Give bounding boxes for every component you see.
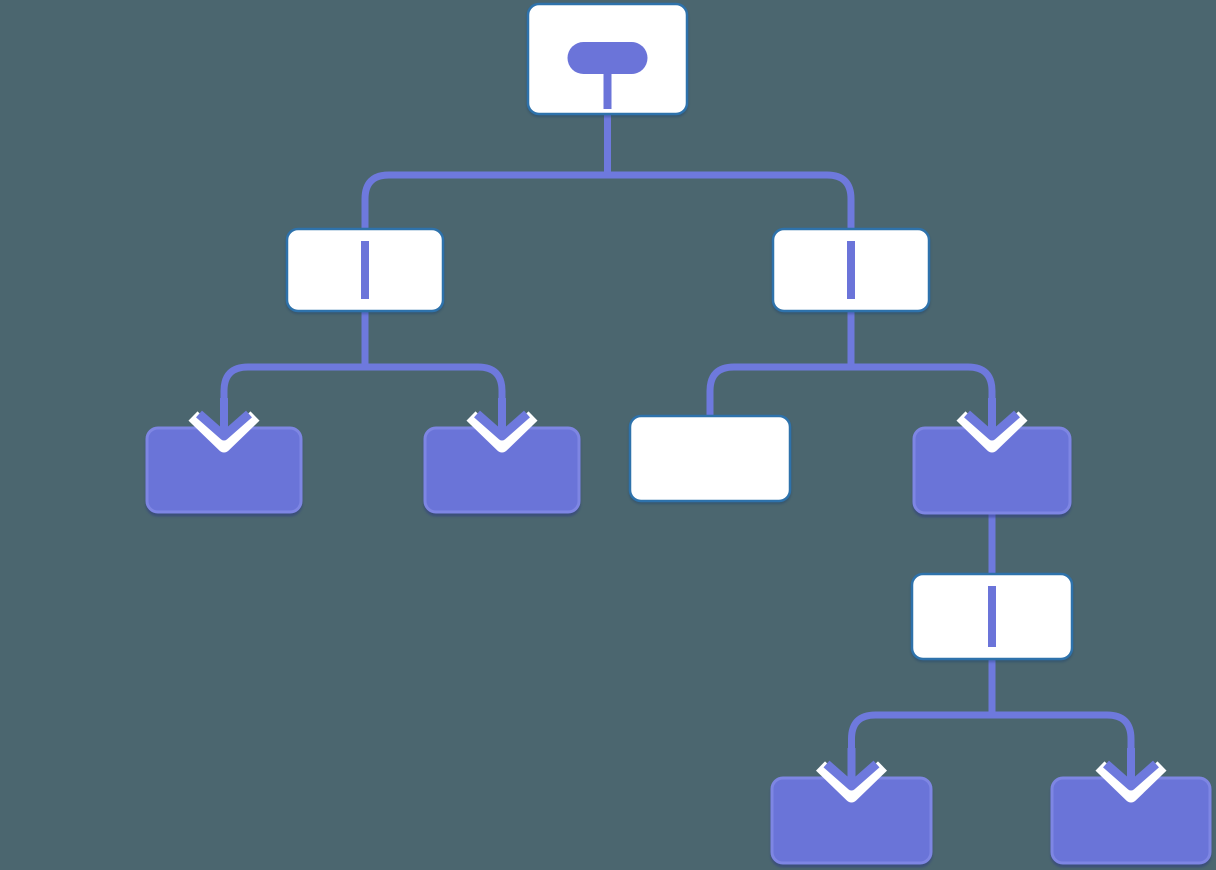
node-branch-left[interactable] xyxy=(285,227,445,313)
nodes xyxy=(145,2,1212,865)
connector-line xyxy=(706,363,851,419)
connector-line xyxy=(992,711,1135,758)
connector-line xyxy=(361,171,608,232)
node-branch-bottom[interactable] xyxy=(910,572,1074,661)
connector-line xyxy=(365,363,506,408)
node-branch-right[interactable] xyxy=(771,227,931,313)
node-root[interactable] xyxy=(526,2,689,116)
arrow-down-icon xyxy=(466,398,538,453)
connector-line xyxy=(848,711,992,758)
arrow-head xyxy=(823,760,880,791)
connector-line xyxy=(851,363,996,408)
arrow-head xyxy=(196,410,252,441)
chevron-white xyxy=(956,411,1028,453)
arrow-down-icon xyxy=(1095,748,1167,803)
chevron-white xyxy=(466,411,538,453)
connectors xyxy=(220,112,1135,758)
root-pill-icon xyxy=(567,42,648,74)
arrow-down-icon xyxy=(815,748,888,803)
arrow-down-icon xyxy=(188,398,260,453)
arrow-markers xyxy=(188,398,1167,803)
arrow-down-icon xyxy=(956,398,1028,453)
connector-line xyxy=(220,363,365,408)
node-box[interactable] xyxy=(628,414,792,503)
arrow-head xyxy=(474,410,530,441)
arrow-head xyxy=(964,410,1020,441)
chevron-white xyxy=(1095,761,1167,803)
chevron-white xyxy=(188,411,260,453)
connector-line xyxy=(607,171,855,232)
node-child-plain[interactable] xyxy=(628,414,792,503)
arrow-head xyxy=(1103,760,1159,791)
chevron-white xyxy=(815,761,888,803)
